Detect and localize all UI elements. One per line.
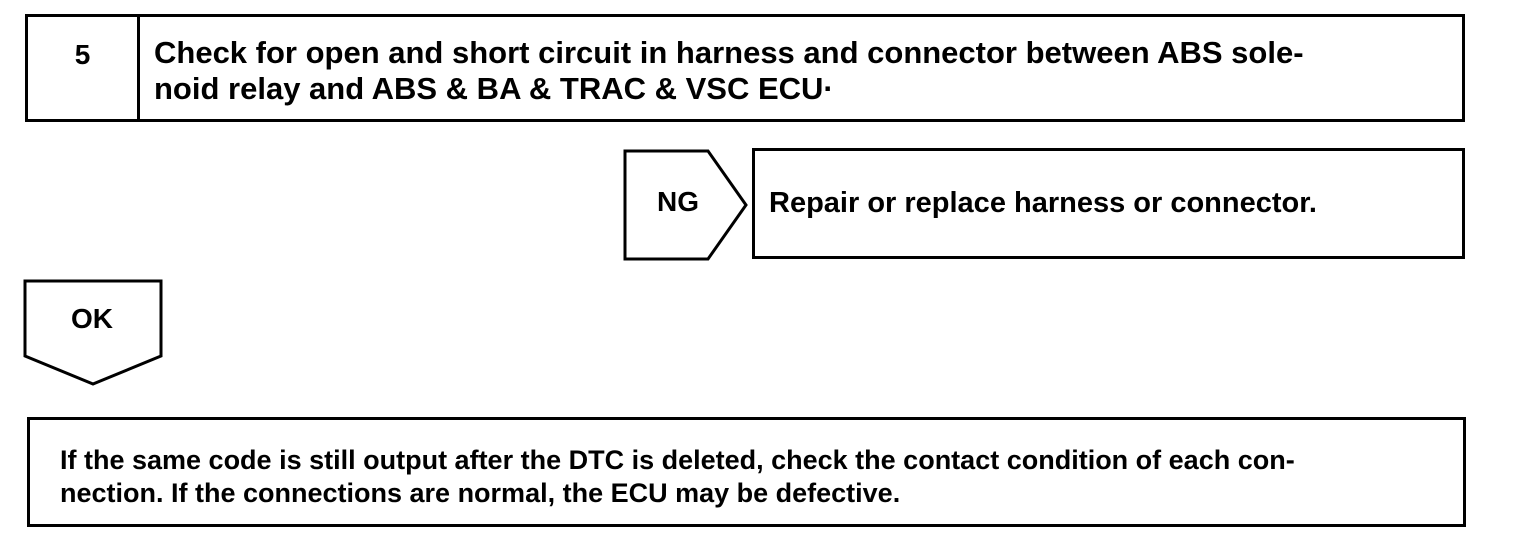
step-header-box: 5 Check for open and short circuit in ha… [25, 14, 1465, 122]
ng-label: NG [657, 186, 699, 217]
step-title-line-2: noid relay and ABS & BA & TRAC & VSC ECU… [154, 71, 834, 106]
ok-arrow-shape [23, 279, 163, 386]
note-line-2: nection. If the connections are normal, … [60, 478, 901, 508]
ng-action-box: Repair or replace harness or connector. [752, 148, 1465, 259]
step-number: 5 [28, 17, 140, 119]
ng-arrow-shape [623, 149, 748, 261]
ok-label: OK [71, 303, 113, 334]
step-title: Check for open and short circuit in harn… [154, 35, 1442, 107]
ng-action-text: Repair or replace harness or connector. [769, 187, 1317, 219]
note-line-1: If the same code is still output after t… [60, 445, 1295, 475]
conclusion-note-box: If the same code is still output after t… [27, 417, 1466, 527]
step-title-line-1: Check for open and short circuit in harn… [154, 35, 1304, 70]
